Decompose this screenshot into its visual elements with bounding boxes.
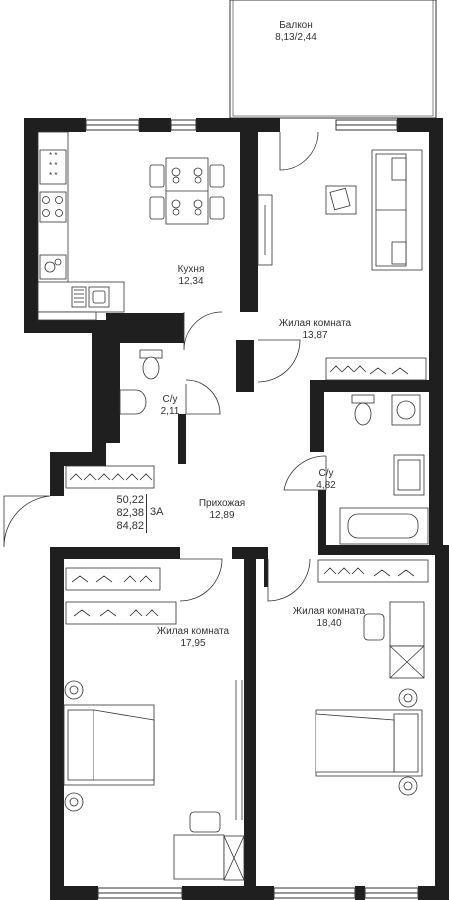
room-label-balcony: Балкон 8,13/2,44 [266, 20, 326, 44]
stove-icon: * * * * * * [39, 149, 67, 280]
room-area: 12,34 [178, 276, 204, 287]
room-name: Жилая комната [278, 318, 352, 329]
exterior-walls [24, 118, 449, 900]
bed-icon [315, 688, 423, 796]
sofa-icon [371, 149, 423, 271]
room-area: 13,87 [302, 330, 328, 341]
room-name: Балкон [279, 20, 313, 31]
svg-text:* *: * * [49, 151, 57, 160]
sink-icon [71, 286, 110, 308]
balcony [229, 0, 437, 119]
tv-stand-icon [257, 194, 273, 266]
room-label-wc-1: С/у 2,11 [152, 394, 188, 418]
room-area: 2,11 [160, 406, 180, 417]
svg-text:* *: * * [49, 161, 57, 170]
room-name: Прихожая [198, 498, 246, 509]
door-swing-icon [3, 131, 327, 602]
desk-icon [173, 811, 245, 881]
room-area: 4,82 [316, 480, 336, 491]
room-name: С/у [162, 394, 178, 405]
coffee-table-icon [325, 185, 357, 215]
room-label-living-2: Жилая комната 17,95 [148, 626, 238, 650]
room-name: Кухня [177, 264, 205, 275]
room-label-hall: Прихожая 12,89 [192, 498, 252, 522]
room-name: Жилая комната [156, 626, 230, 637]
bed-icon [63, 680, 155, 812]
bathtub-icon [339, 507, 429, 545]
room-area: 8,13/2,44 [275, 32, 317, 43]
total-area: 82,38 [116, 507, 144, 519]
wardrobe-sliding-icon [235, 680, 243, 820]
window-icon [85, 119, 419, 899]
area-totals: 50,22 82,38 84,82 [112, 494, 147, 533]
room-label-living-1: Жилая комната 13,87 [270, 318, 360, 342]
sink-icon [119, 389, 421, 426]
toilet-icon [139, 349, 375, 426]
total-with-balcony: 84,82 [116, 520, 144, 532]
room-name: С/у [318, 468, 334, 479]
rooms-count: 3А [150, 506, 164, 518]
room-label-wc-2: С/у 4,82 [306, 468, 346, 492]
dining-table-icon [149, 157, 225, 225]
room-area: 12,89 [209, 510, 235, 521]
room-area: 18,40 [316, 618, 342, 629]
desk-icon [363, 601, 425, 679]
washing-machine-icon [393, 454, 425, 496]
room-name: Жилая комната [292, 606, 366, 617]
room-label-kitchen: Кухня 12,34 [166, 264, 216, 288]
room-label-living-3: Жилая комната 18,40 [284, 606, 374, 630]
room-area: 17,95 [180, 638, 206, 649]
hanger-icon [65, 357, 429, 625]
svg-text:* *: * * [49, 171, 57, 180]
interior-walls [64, 132, 436, 887]
living-area: 50,22 [116, 494, 144, 506]
area-summary: 50,22 82,38 84,82 3А [112, 494, 182, 538]
